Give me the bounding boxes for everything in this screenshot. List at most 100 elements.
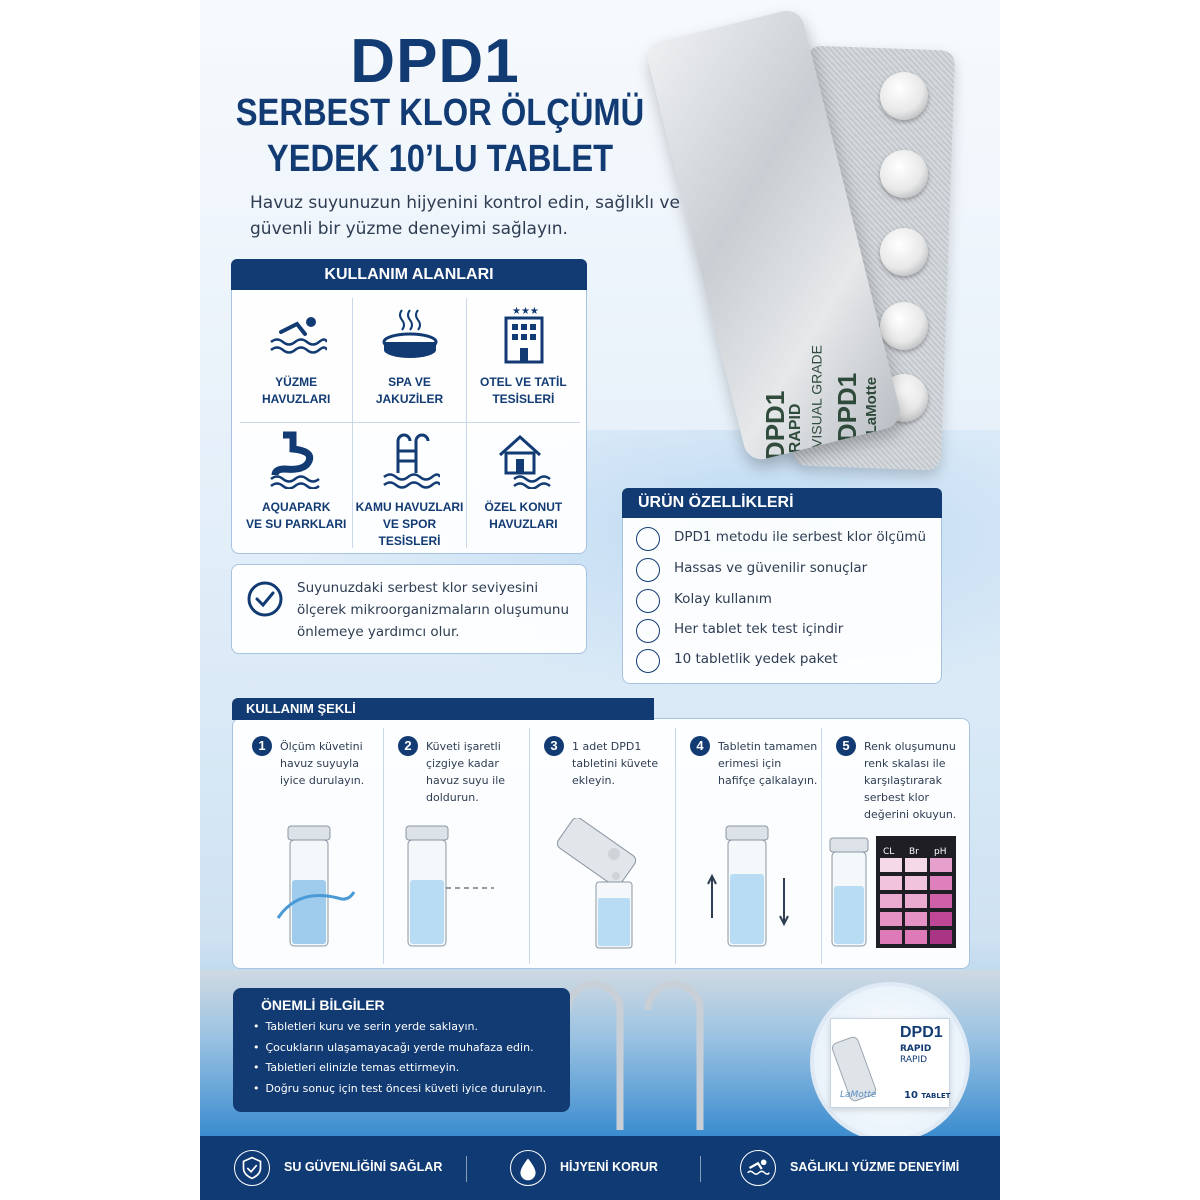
tagline: Havuz suyunuzun hijyenini kontrol edin, …	[250, 193, 680, 239]
product-title: DPD1	[350, 27, 520, 96]
feature-label: Kolay kullanım	[674, 591, 772, 607]
feature-item: Hassas ve güvenilir sonuçlar	[636, 558, 936, 582]
tablet-pill	[880, 302, 928, 350]
vial-rinse-illustration	[276, 825, 356, 947]
tablet-pill	[880, 228, 928, 276]
step-text: 1 adet DPD1 tabletini küvete ekleyin.	[572, 740, 659, 787]
step-text: Ölçüm küvetini havuz suyuyla iyice durul…	[280, 740, 365, 787]
tablet-pill	[880, 150, 928, 198]
chart-label: Br	[909, 847, 919, 857]
method-step: 2 Küveti işaretli çizgiye kadar havuz su…	[384, 728, 530, 964]
benefit-item: SAĞLIKLI YÜZME DENEYİMİ	[740, 1150, 980, 1186]
box-brand: LaMotte	[840, 1090, 877, 1100]
step-number: 3	[544, 736, 564, 756]
shield-check-icon	[234, 1150, 270, 1186]
step-text: Tabletin tamamen erimesi için hafifçe ça…	[718, 740, 818, 787]
method-step: 5 Renk oluşumunu renk skalası ile karşıl…	[822, 728, 968, 964]
feature-icon	[636, 558, 660, 582]
usage-method-heading: KULLANIM ŞEKLİ	[232, 698, 654, 720]
vial-fill-illustration	[405, 825, 494, 947]
feature-item: Her tablet tek test içindir	[636, 619, 936, 643]
title-line-1: SERBEST KLOR ÖLÇÜMÜ	[235, 92, 645, 134]
important-item: Tabletleri elinizle temas ettirmeyin.	[253, 1061, 460, 1074]
swimmer-icon	[270, 317, 327, 354]
important-info-heading: ÖNEMLİ BİLGİLER	[261, 997, 385, 1013]
feature-label: DPD1 metodu ile serbest klor ölçümü	[674, 529, 927, 545]
divider	[700, 1156, 701, 1182]
usage-areas-panel	[231, 260, 587, 554]
step-text: Küveti işaretli çizgiye kadar havuz suyu…	[426, 740, 506, 804]
water-slide-icon	[270, 431, 320, 489]
box-count: 10 TABLET	[904, 1090, 951, 1101]
feature-icon	[636, 589, 660, 613]
feature-item: DPD1 metodu ile serbest klor ölçümü	[636, 527, 936, 551]
benefit-label: SU GÜVENLİĞİNİ SAĞLAR	[284, 1160, 443, 1174]
info-text: Suyunuzdaki serbest klor seviyesini ölçe…	[297, 580, 570, 640]
tablet-drop-illustration	[556, 818, 637, 949]
checkmark-circle-icon	[247, 581, 283, 617]
feature-label: Hassas ve güvenilir sonuçlar	[674, 560, 868, 576]
important-info-panel: ÖNEMLİ BİLGİLER Tabletleri kuru ve serin…	[233, 988, 570, 1112]
svg-text:★★★: ★★★	[512, 306, 539, 317]
hot-tub-icon	[382, 309, 438, 358]
bottom-benefits-bar: SU GÜVENLİĞİNİ SAĞLAR HİJYENİ KORUR SAĞL…	[200, 1136, 1000, 1200]
benefit-label: HİJYENİ KORUR	[560, 1160, 658, 1174]
step-number: 4	[690, 736, 710, 756]
product-features-heading: ÜRÜN ÖZELLİKLERİ	[622, 488, 942, 518]
title-line-2: YEDEK 10’LU TABLET	[266, 138, 614, 180]
important-item: Doğru sonuç için test öncesi küveti iyic…	[253, 1082, 547, 1095]
step-number: 1	[252, 736, 272, 756]
box-subtitle: RAPID	[900, 1055, 928, 1065]
hotel-icon: ★★★	[504, 306, 544, 364]
chart-label: pH	[934, 847, 947, 857]
important-item: Çocukların ulaşamayacağı yerde muhafaza …	[253, 1041, 534, 1054]
product-page: DPD1 SERBEST KLOR ÖLÇÜMÜ YEDEK 10’LU TAB…	[200, 0, 1000, 1200]
info-box	[231, 564, 587, 654]
feature-item: 10 tabletlik yedek paket	[636, 649, 936, 673]
feature-icon	[636, 649, 660, 673]
divider	[466, 1156, 467, 1182]
house-pool-icon	[498, 434, 551, 489]
water-drop-icon	[510, 1150, 546, 1186]
feature-label: 10 tabletlik yedek paket	[674, 651, 838, 667]
step-number: 2	[398, 736, 418, 756]
blister-label: RAPID	[787, 403, 805, 454]
color-chart-illustration	[829, 836, 956, 948]
feature-item: Kolay kullanım	[636, 589, 936, 613]
product-box-image	[810, 982, 970, 1142]
benefit-item: SU GÜVENLİĞİNİ SAĞLAR	[234, 1150, 464, 1186]
benefit-item: HİJYENİ KORUR	[510, 1150, 690, 1186]
pool-ladder-image	[564, 980, 704, 1130]
usage-areas-heading: KULLANIM ALANLARI	[231, 259, 587, 290]
vial-shake-illustration	[707, 825, 789, 947]
important-item: Tabletleri kuru ve serin yerde saklayın.	[253, 1020, 479, 1033]
method-step: 1 Ölçüm küvetini havuz suyuyla iyice dur…	[238, 728, 384, 964]
feature-icon	[636, 619, 660, 643]
benefit-label: SAĞLIKLI YÜZME DENEYİMİ	[790, 1160, 960, 1174]
step-number: 5	[836, 736, 856, 756]
pool-ladder-icon	[383, 433, 441, 489]
feature-label: Her tablet tek test içindir	[674, 621, 844, 637]
box-subtitle: RAPID	[900, 1044, 932, 1054]
box-title: DPD1	[900, 1024, 943, 1041]
blister-label: VISUAL GRADE	[808, 344, 825, 448]
swimmer-icon	[740, 1150, 776, 1186]
method-step: 4 Tabletin tamamen erimesi için hafifçe …	[676, 728, 822, 964]
chart-label: CL	[883, 847, 895, 857]
method-step: 3 1 adet DPD1 tabletini küvete ekleyin.	[530, 728, 676, 964]
feature-icon	[636, 527, 660, 551]
tablet-pill	[880, 72, 928, 120]
